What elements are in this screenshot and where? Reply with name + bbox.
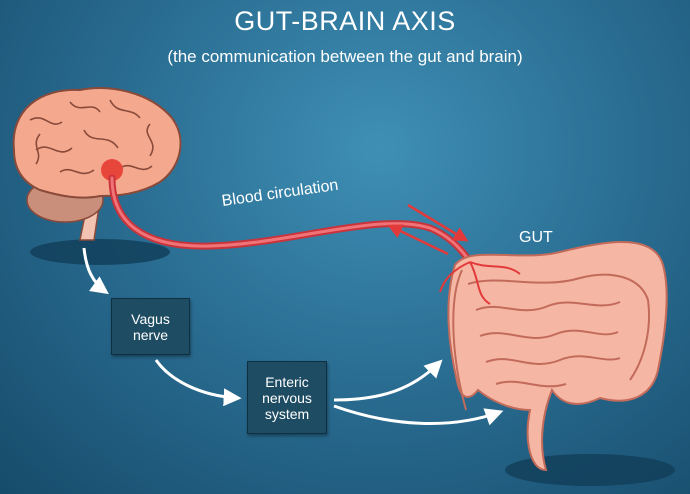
blood-arrow-to-gut — [407, 203, 469, 242]
diagram-subtitle: (the communication between the gut and b… — [167, 47, 523, 66]
enteric-nervous-system-label: Enteric nervous system — [262, 373, 312, 422]
intestine-illustration — [439, 241, 668, 472]
brain-illustration — [12, 87, 182, 241]
blood-arrow-to-brain — [387, 224, 449, 256]
brain-hotspot — [101, 159, 123, 181]
gut-shadow — [505, 454, 675, 486]
enteric-nervous-system-box: Enteric nervous system — [247, 361, 327, 434]
flow-arrow-enteric-to-gut-lower — [333, 404, 504, 426]
brain-shadow — [30, 239, 170, 265]
diagram-title: GUT-BRAIN AXIS — [234, 6, 456, 36]
vagus-nerve-box: Vagus nerve — [111, 298, 190, 355]
vagus-nerve-label: Vagus nerve — [131, 310, 170, 343]
flow-arrow-vagus-to-enteric — [154, 359, 242, 407]
flow-arrow-enteric-to-gut-upper — [333, 359, 443, 402]
gut-label: GUT — [519, 229, 553, 246]
flow-arrow-brain-to-vagus — [82, 247, 109, 295]
